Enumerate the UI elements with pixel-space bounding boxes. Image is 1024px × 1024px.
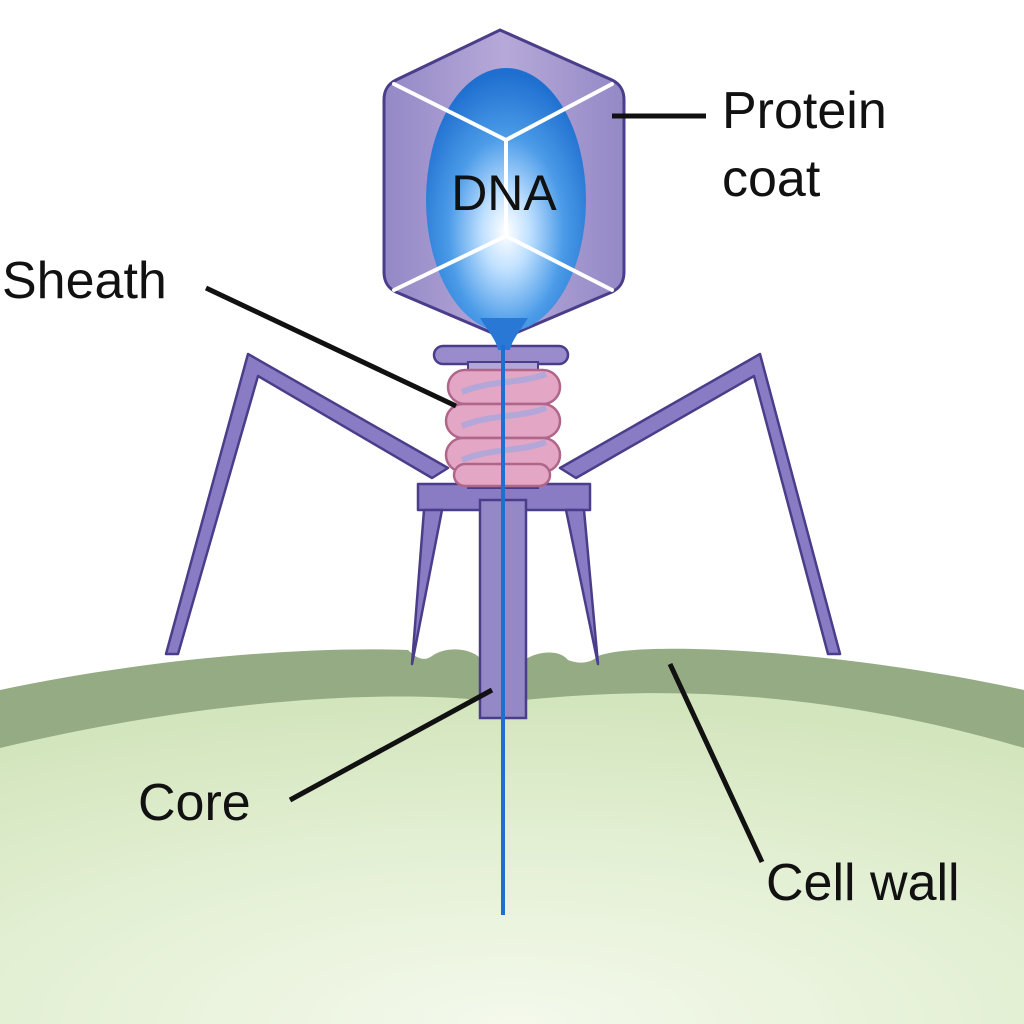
capsid-facets	[392, 82, 614, 292]
label-core: Core	[138, 687, 494, 832]
dna-neck	[480, 318, 528, 350]
cell-interior	[0, 666, 1024, 1024]
dna-label: DNA	[451, 165, 557, 221]
tail-pin-right	[564, 508, 600, 666]
host-cell	[0, 648, 1024, 1024]
protein-coat-label-line1: Protein	[722, 82, 887, 140]
protein-coat-label-line2: coat	[722, 150, 821, 208]
core-leader	[288, 687, 494, 803]
tail-fiber-left	[164, 352, 450, 656]
cell-wall-right	[524, 648, 1024, 748]
sheath-label: Sheath	[2, 252, 167, 310]
capsid: DNA	[382, 28, 626, 350]
tail-pin-left	[410, 508, 444, 666]
label-protein-coat: Protein coat	[612, 82, 887, 208]
cell-wall-label: Cell wall	[766, 854, 960, 912]
cell-wall	[0, 649, 480, 748]
core-label: Core	[138, 774, 251, 832]
tail-fiber-right	[558, 352, 842, 656]
sheath-leader	[204, 285, 458, 409]
label-cell-wall: Cell wall	[667, 662, 960, 912]
label-sheath: Sheath	[2, 252, 458, 409]
cell-wall-leader	[667, 662, 765, 864]
